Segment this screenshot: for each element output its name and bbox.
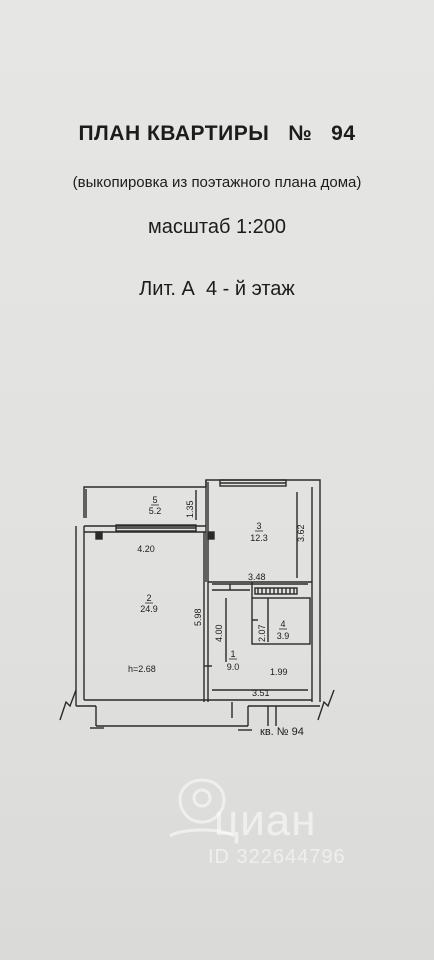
dimension-3-48: 3.48 xyxy=(248,572,266,582)
room-5-number: 5 xyxy=(152,495,157,505)
dimension-3-51: 3.51 xyxy=(252,688,270,698)
ceiling-height: h=2.68 xyxy=(128,664,156,674)
cian-logo-icon xyxy=(169,778,235,838)
watermark-brand: циан xyxy=(214,796,317,845)
dimension-2-07: 2.07 xyxy=(257,624,267,642)
room-2-number: 2 xyxy=(146,593,151,603)
dimension-4-00: 4.00 xyxy=(214,624,224,642)
room-4-number: 4 xyxy=(280,619,285,629)
balcony-outline xyxy=(83,486,206,518)
dimension-3-62: 3.62 xyxy=(296,524,306,542)
scale-label: масштаб 1:200 xyxy=(147,216,287,238)
apartment-number-label: кв. № 94 xyxy=(260,726,304,738)
room-3-number: 3 xyxy=(256,521,261,531)
document-title: ПЛАН КВАРТИРЫ № 94 xyxy=(78,122,356,145)
dimension-5-98: 5.98 xyxy=(193,608,203,626)
plan-walls xyxy=(59,479,335,731)
document-subtitle: (выкопировка из поэтажного плана дома) xyxy=(72,174,362,191)
watermark-id: ID 322644796 xyxy=(208,846,346,868)
room-3-area: 12.3 xyxy=(250,533,268,543)
bathroom-outline xyxy=(251,597,311,645)
room-4-area: 3.9 xyxy=(277,631,290,641)
dimension-1-99: 1.99 xyxy=(270,667,288,677)
floor-label: Лит. А 4 - й этаж xyxy=(139,278,295,300)
dimension-4-20: 4.20 xyxy=(137,544,155,554)
room-2-area: 24.9 xyxy=(140,604,158,614)
room-1-number: 1 xyxy=(230,649,235,659)
room-5-area: 5.2 xyxy=(149,506,162,516)
room-1-area: 9.0 xyxy=(227,662,240,672)
floor-plan: 5 5.2 3 12.3 2 24.9 1 9.0 4 3.9 4.20 1.3… xyxy=(59,479,335,738)
dimension-1-35: 1.35 xyxy=(185,500,195,518)
ventilation-block xyxy=(254,587,298,595)
